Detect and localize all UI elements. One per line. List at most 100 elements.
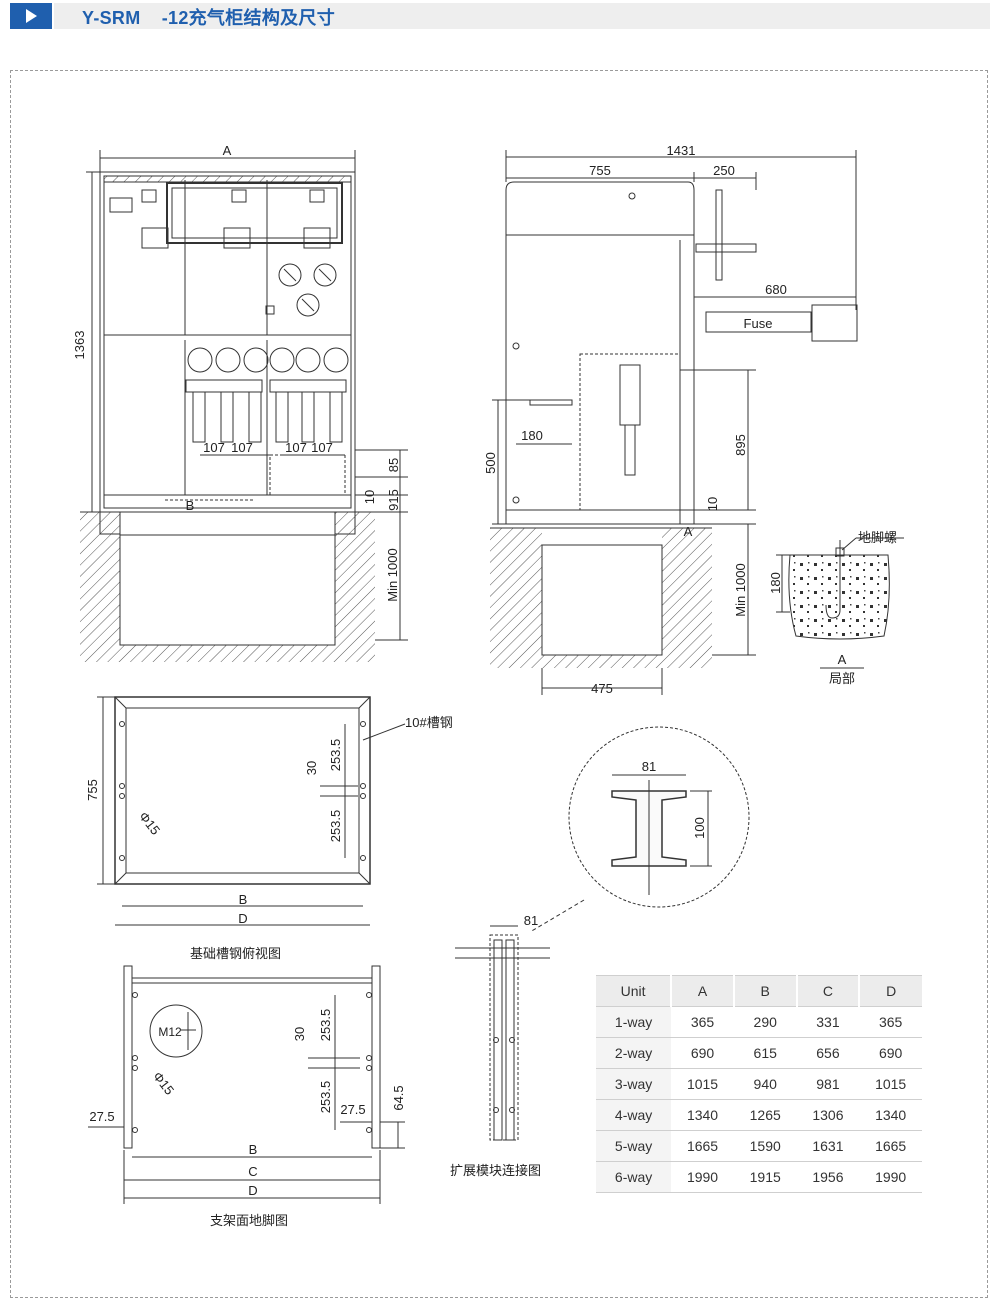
dim-beam-100: 100: [692, 817, 707, 839]
dim-front-10: 10: [362, 490, 377, 504]
table-cell: 2-way: [596, 1037, 672, 1069]
page-header: Y-SRM -12充气柜结构及尺寸: [0, 0, 1000, 30]
side-cabinet-outline: [505, 181, 695, 525]
table-cell: 290: [733, 1006, 797, 1038]
table-cell: 365: [671, 1006, 734, 1038]
dim-top-d: D: [238, 911, 247, 926]
bolt-detail-circle: [149, 1004, 203, 1058]
dim-top-755: 755: [85, 779, 100, 801]
top-view: [97, 696, 406, 926]
table-row: 1-way 365 290 331 365: [596, 1006, 922, 1038]
table-row: 5-way 1665 1590 1631 1665: [596, 1130, 922, 1162]
front-view: [80, 150, 408, 662]
caption-expansion: 扩展模块连接图: [450, 1163, 542, 1178]
dim-foot-c: C: [248, 1164, 257, 1179]
play-icon: [26, 9, 37, 23]
dim-front-915: 915: [386, 489, 401, 511]
table-cell: 1015: [671, 1068, 734, 1100]
table-row: 4-way 1340 1265 1306 1340: [596, 1099, 922, 1131]
table-cell: 1665: [859, 1130, 922, 1162]
dim-front-width: A: [223, 143, 232, 158]
dim-top-b: B: [239, 892, 248, 907]
col-header-d: D: [858, 975, 922, 1007]
ground-hatch-right: [335, 512, 375, 662]
dim-side-250: 250: [713, 163, 735, 178]
dim-front-85: 85: [386, 458, 401, 472]
dim-pitch-3: 107: [285, 440, 307, 455]
table-cell: 1-way: [596, 1006, 672, 1038]
detail-mark-a: A: [838, 652, 847, 667]
fuse-bank: [185, 347, 349, 443]
col-header-b: B: [732, 975, 797, 1007]
dim-pitch-4: 107: [311, 440, 333, 455]
dim-detail-180: 180: [768, 572, 783, 594]
dim-side-min1000: Min 1000: [733, 563, 748, 616]
table-cell: 1340: [671, 1099, 734, 1131]
table-header-row: Unit A B C D: [596, 975, 922, 1007]
dim-front-height: 1363: [72, 331, 87, 360]
detail-a: [776, 537, 904, 669]
table-cell: 4-way: [596, 1099, 672, 1131]
table-cell: 5-way: [596, 1130, 672, 1162]
table-cell: 1306: [796, 1099, 860, 1131]
table-cell: 1590: [733, 1130, 797, 1162]
hole-top-diameter: Φ15: [136, 809, 163, 838]
fuse-body: [705, 311, 812, 333]
table-cell: 1990: [859, 1161, 922, 1193]
dim-pitch-2: 107: [231, 440, 253, 455]
hole-foot-diameter: Φ15: [150, 1069, 177, 1098]
side-view: [490, 150, 858, 695]
caption-top-view: 基础槽钢俯视图: [190, 946, 282, 961]
dim-side-180: 180: [521, 428, 543, 443]
table-cell: 1665: [671, 1130, 734, 1162]
table-cell: 1915: [733, 1161, 797, 1193]
beam-detail: [529, 726, 750, 933]
table-cell: 331: [796, 1006, 860, 1038]
cabinet-outline: [99, 171, 356, 513]
dim-side-total: 1431: [667, 143, 696, 158]
table-cell: 656: [796, 1037, 860, 1069]
dim-foot-30: 30: [292, 1027, 307, 1041]
dim-foot-b: B: [249, 1142, 258, 1157]
fuse-label: Fuse: [744, 316, 773, 331]
dim-top-30: 30: [304, 761, 319, 775]
table-cell: 690: [859, 1037, 922, 1069]
table-cell: 3-way: [596, 1068, 672, 1100]
table-cell: 981: [796, 1068, 860, 1100]
table-cell: 1631: [796, 1130, 860, 1162]
dim-side-475: 475: [591, 681, 613, 696]
section-mark-a: A: [684, 524, 693, 539]
label-front-b: B: [186, 498, 195, 513]
dim-foot-275-left: 27.5: [89, 1109, 114, 1124]
dim-foot-275-right: 27.5: [340, 1102, 365, 1117]
table-cell: 1340: [859, 1099, 922, 1131]
table-cell: 1265: [733, 1099, 797, 1131]
anchor-bolt-label: 地脚螺: [858, 530, 897, 545]
dim-pitch-1: 107: [203, 440, 225, 455]
side-cable-trench: [541, 544, 663, 656]
dim-side-755: 755: [589, 163, 611, 178]
footing-plan: [88, 965, 405, 1204]
dim-side-895: 895: [733, 434, 748, 456]
page-title: Y-SRM -12充气柜结构及尺寸: [82, 8, 336, 28]
cable-trench: [119, 534, 336, 646]
table-cell: 1956: [796, 1161, 860, 1193]
dim-side-10: 10: [705, 497, 720, 511]
table-cell: 940: [733, 1068, 797, 1100]
expansion-connection: [455, 925, 550, 1141]
table-cell: 690: [671, 1037, 734, 1069]
table-row: 6-way 1990 1915 1956 1990: [596, 1161, 922, 1193]
col-header-c: C: [795, 975, 860, 1007]
dim-beam-81: 81: [642, 759, 656, 774]
table-cell: 1015: [859, 1068, 922, 1100]
col-header-unit: Unit: [596, 975, 672, 1007]
table-cell: 615: [733, 1037, 797, 1069]
dim-side-500: 500: [483, 452, 498, 474]
dim-foot-d: D: [248, 1183, 257, 1198]
dim-foot-645: 64.5: [391, 1085, 406, 1110]
detail-caption: 局部: [829, 671, 855, 686]
dim-foot-2535-upper: 253.5: [318, 1009, 333, 1042]
dim-top-2535-lower: 253.5: [328, 810, 343, 843]
dim-front-min1000: Min 1000: [385, 548, 400, 601]
